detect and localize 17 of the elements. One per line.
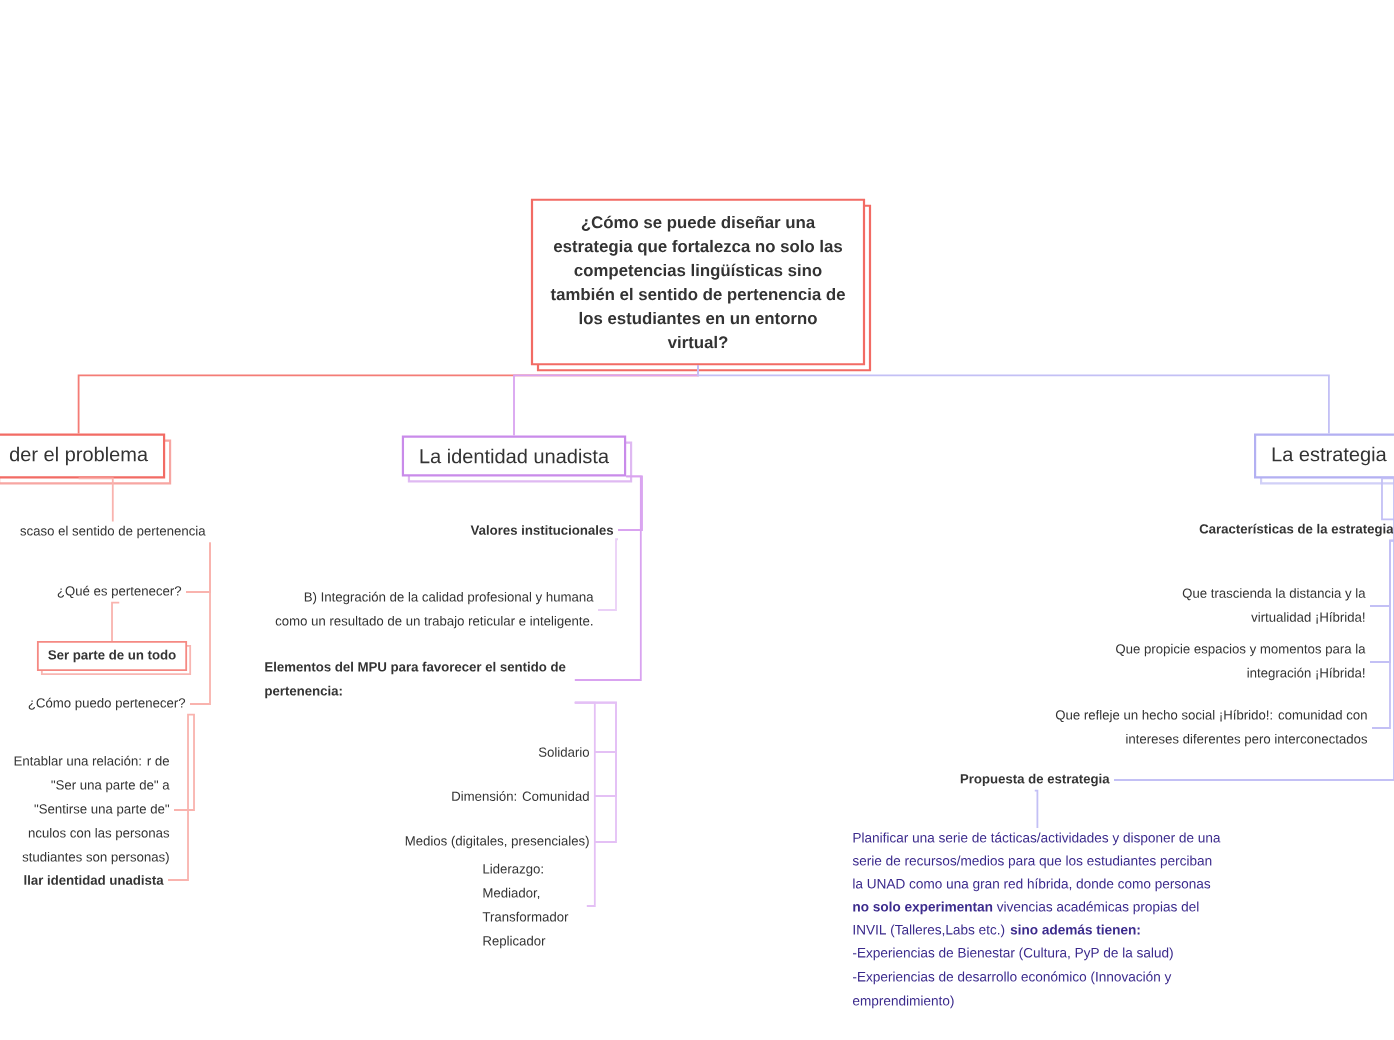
connector bbox=[617, 475, 643, 531]
topic-box: La estrategia bbox=[1254, 433, 1394, 485]
connector bbox=[173, 713, 195, 811]
connector bbox=[573, 475, 642, 681]
connector bbox=[597, 538, 619, 611]
topic-box: La identidad unadista bbox=[401, 435, 633, 483]
topic-box: der el problema bbox=[0, 433, 172, 485]
connector bbox=[77, 477, 114, 523]
connector bbox=[167, 713, 191, 881]
connector bbox=[1033, 789, 1039, 829]
question-box: ¿Cómo se puede diseñar una estrategia que fortalezca no solo las competencias lingüísticas sino también el sentido de pertenencia de los estudiantes en un entorno virtual? bbox=[530, 198, 872, 372]
connector bbox=[1371, 539, 1394, 729]
connector bbox=[189, 541, 211, 705]
connector bbox=[697, 364, 1330, 435]
connector bbox=[1381, 477, 1394, 521]
connector bbox=[573, 701, 596, 907]
connector bbox=[111, 601, 121, 642]
